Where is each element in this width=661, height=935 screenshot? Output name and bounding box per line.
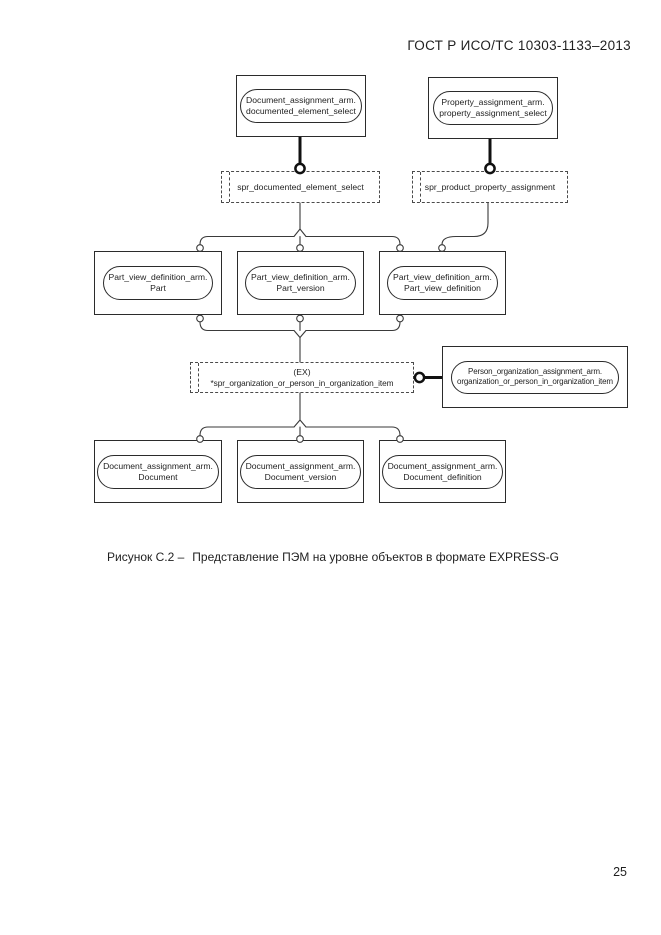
- oval-property-assignment-select: Property_assignment_arm. property_assign…: [433, 91, 553, 125]
- entity-label: Part_version: [276, 283, 325, 293]
- oval-part: Part_view_definition_arm. Part: [102, 266, 214, 300]
- entity-label: Document_assignment_arm.: [245, 460, 356, 471]
- entity-label: Part: [150, 283, 166, 293]
- entity-label: organization_or_person_in_organization_i…: [457, 377, 613, 386]
- page-number: 25: [613, 865, 627, 879]
- entity-label: Part_view_definition: [404, 283, 481, 293]
- entity-label: Property_assignment_arm.: [441, 97, 545, 107]
- entity-label: Document_version: [264, 471, 337, 482]
- entity-box-part: Part_view_definition_arm. Part: [94, 251, 222, 315]
- entity-label: Part_view_definition_arm.: [108, 272, 208, 282]
- figure-caption-prefix: Рисунок С.2 –: [107, 550, 185, 564]
- entity-box-part-version: Part_view_definition_arm. Part_version: [237, 251, 364, 315]
- entity-box-person-organization: Person_organization_assignment_arm. orga…: [442, 346, 628, 408]
- entity-label: Document_assignment_arm.: [103, 460, 213, 471]
- entity-box-document-version: Document_assignment_arm. Document_versio…: [237, 440, 364, 503]
- ref-box-ex-organization-item: (EX) *spr_organization_or_person_in_orga…: [190, 362, 414, 393]
- entity-box-documented-element-select: Document_assignment_arm. documented_elem…: [236, 75, 366, 137]
- ref-box-spr-documented-element-select: spr_documented_element_select: [221, 171, 380, 203]
- entity-label: Person_organization_assignment_arm.: [468, 366, 602, 376]
- figure-caption: Рисунок С.2 – Представление ПЭМ на уровне…: [107, 550, 559, 564]
- ref-label: *spr_organization_or_person_in_organizat…: [210, 377, 394, 388]
- entity-label: property_assignment_select: [439, 108, 547, 118]
- ref-label: spr_product_property_assignment: [424, 181, 556, 192]
- ref-box-spr-product-property-assignment: spr_product_property_assignment: [412, 171, 568, 203]
- oval-part-view-definition: Part_view_definition_arm. Part_view_defi…: [387, 266, 498, 300]
- figure-caption-text: Представление ПЭМ на уровне объектов в ф…: [192, 550, 560, 564]
- entity-label: documented_element_select: [246, 106, 356, 116]
- oval-document: Document_assignment_arm. Document: [97, 454, 219, 489]
- entity-label: Part_view_definition_arm.: [393, 272, 492, 282]
- entity-label: Document_assignment_arm.: [246, 95, 356, 105]
- ref-label: spr_documented_element_select: [237, 181, 364, 192]
- page-header: ГОСТ Р ИСО/ТС 10303-1133–2013: [407, 38, 631, 53]
- entity-label: Document_assignment_arm.: [387, 460, 498, 471]
- entity-box-document-definition: Document_assignment_arm. Document_defini…: [379, 440, 506, 503]
- oval-part-version: Part_view_definition_arm. Part_version: [245, 266, 356, 300]
- entity-box-property-assignment-select: Property_assignment_arm. property_assign…: [428, 77, 558, 139]
- entity-label: Document_definition: [403, 471, 482, 482]
- oval-document-definition: Document_assignment_arm. Document_defini…: [381, 454, 504, 489]
- entity-box-part-view-definition: Part_view_definition_arm. Part_view_defi…: [379, 251, 506, 315]
- oval-document-version: Document_assignment_arm. Document_versio…: [239, 454, 362, 489]
- entity-box-document: Document_assignment_arm. Document: [94, 440, 222, 503]
- entity-label: Document: [138, 471, 178, 482]
- oval-person-organization: Person_organization_assignment_arm. orga…: [451, 360, 619, 394]
- oval-documented-element-select: Document_assignment_arm. documented_elem…: [240, 89, 362, 123]
- entity-label: Part_view_definition_arm.: [251, 272, 350, 282]
- ref-label: (EX): [293, 367, 311, 377]
